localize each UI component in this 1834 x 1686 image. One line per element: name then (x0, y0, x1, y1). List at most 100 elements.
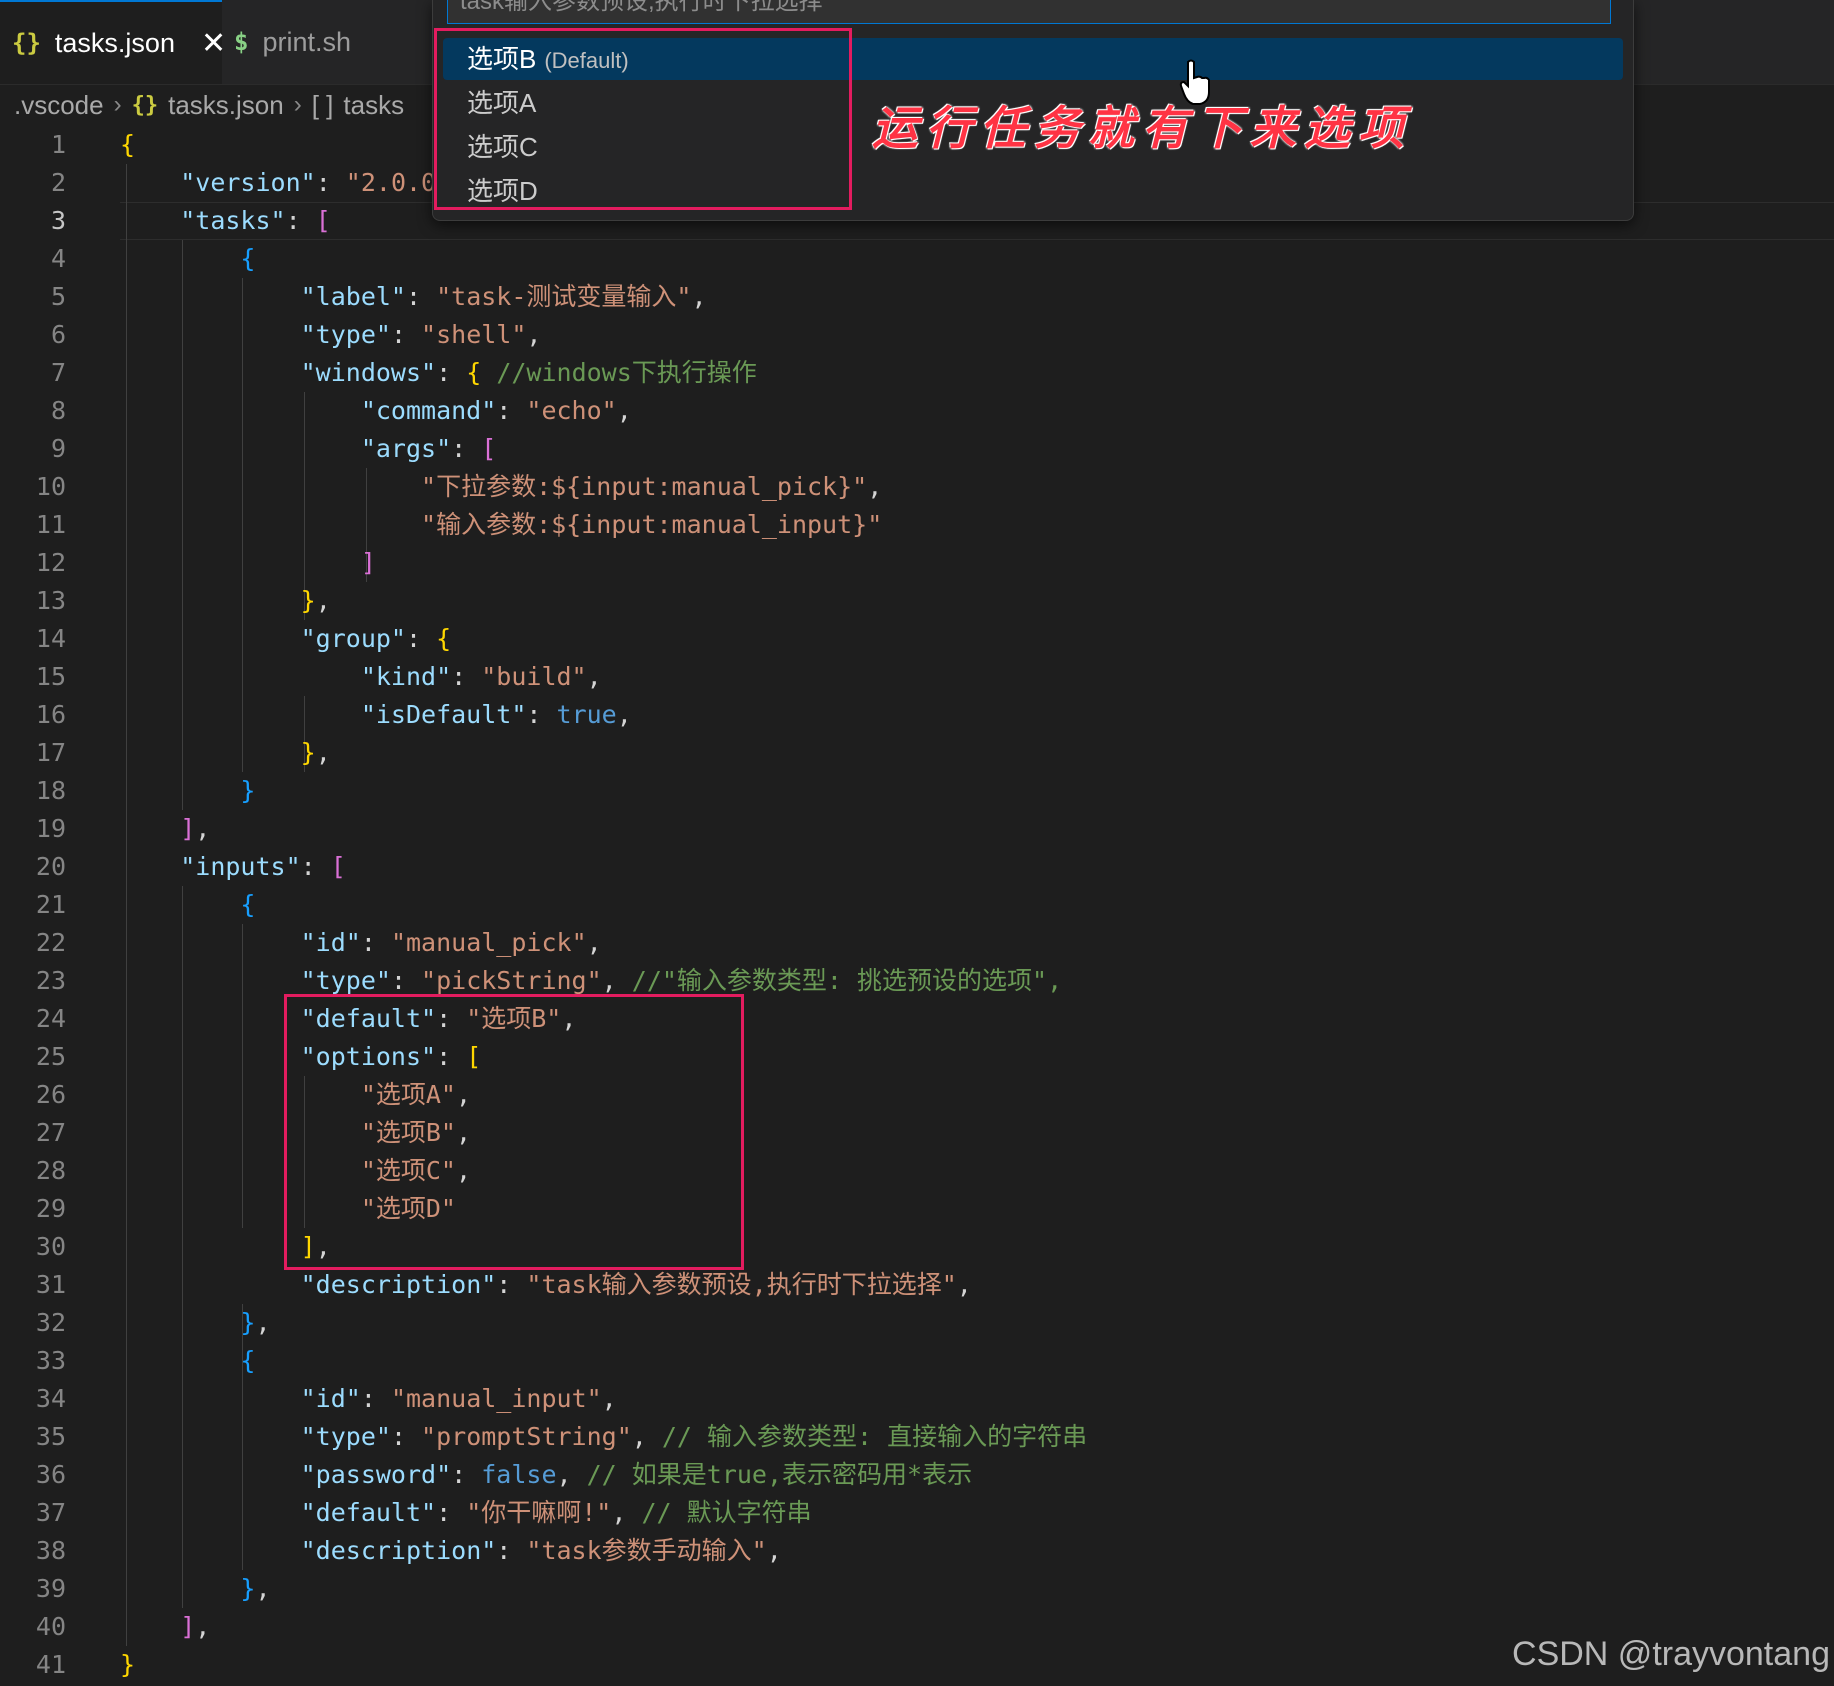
line-number: 28 (35, 1156, 66, 1185)
code-token: , (195, 1612, 211, 1641)
line-number: 7 (50, 358, 66, 387)
breadcrumb-symbol[interactable]: tasks (343, 89, 405, 120)
line-number: 26 (35, 1080, 66, 1109)
line-code: "inputs": [ (120, 848, 346, 886)
code-token: } (240, 1308, 256, 1337)
code-token (120, 814, 180, 843)
breadcrumb-file[interactable]: tasks.json (168, 89, 284, 120)
code-token: } (240, 1574, 256, 1603)
line-number: 36 (35, 1460, 66, 1489)
code-token: "type" (300, 966, 391, 995)
option-label: 选项A (467, 88, 537, 118)
code-token: true (556, 700, 617, 729)
line-number: 19 (35, 814, 66, 843)
line-number: 30 (35, 1232, 66, 1261)
quick-pick-input[interactable]: task输入参数预设,执行时下拉选择 (447, 0, 1611, 24)
line-number: 16 (35, 700, 66, 729)
indent-guide (304, 696, 305, 772)
option-label: 选项D (467, 176, 538, 206)
chevron-right-icon: › (113, 91, 122, 118)
code-token (120, 472, 421, 501)
code-token: , (255, 1574, 271, 1603)
code-token: , (611, 1498, 642, 1527)
line-number: 17 (35, 738, 66, 767)
code-token: } (240, 776, 256, 805)
code-token: : (436, 358, 467, 387)
line-number: 41 (35, 1650, 66, 1679)
line-code: "isDefault": true, (120, 696, 632, 734)
code-token: [ (315, 206, 331, 235)
code-token: : (496, 1536, 527, 1565)
line-code: "options": [ (120, 1038, 482, 1076)
code-token: : (436, 1042, 467, 1071)
line-code: "下拉参数:${input:manual_pick}", (120, 468, 882, 506)
code-token: : (496, 1270, 527, 1299)
code-token (120, 586, 301, 615)
line-number: 35 (35, 1422, 66, 1451)
line-code: "default": "你干嘛啊!", // 默认字符串 (120, 1494, 812, 1532)
indent-guide (182, 886, 183, 1608)
line-number: 25 (35, 1042, 66, 1071)
code-token: , (956, 1270, 972, 1299)
code-token (120, 320, 301, 349)
line-number: 14 (35, 624, 66, 653)
code-token: "type" (300, 320, 391, 349)
line-code: } (120, 1646, 135, 1684)
line-code: "windows": { //windows下执行操作 (120, 354, 757, 392)
code-token: "password" (300, 1460, 452, 1489)
quick-pick-option-d[interactable]: 选项D (443, 170, 1623, 212)
indent-guide (126, 164, 127, 1646)
line-number: 2 (50, 168, 66, 197)
code-token: "你干嘛啊!" (466, 1498, 612, 1527)
option-description: (Default) (544, 48, 629, 73)
code-token: , (315, 738, 331, 767)
code-token (120, 1422, 301, 1451)
code-token: , (315, 1232, 331, 1261)
breadcrumb-folder[interactable]: .vscode (14, 89, 104, 120)
code-token (120, 890, 240, 919)
tab-tasks-json[interactable]: {} tasks.json ✕ (0, 0, 226, 84)
close-icon[interactable]: ✕ (200, 26, 227, 60)
line-code: "输入参数:${input:manual_input}" (120, 506, 882, 544)
code-token: "选项B" (360, 1118, 456, 1147)
line-code: { (120, 126, 135, 164)
code-token: "args" (360, 434, 452, 463)
code-token (120, 434, 361, 463)
quick-pick-option-c[interactable]: 选项C (443, 126, 1623, 168)
code-token: , (601, 966, 632, 995)
code-token: "下拉参数:${input:manual_pick}" (421, 472, 868, 501)
code-token: : (285, 206, 316, 235)
code-token: "tasks" (180, 206, 286, 235)
code-token: "task输入参数预设,执行时下拉选择" (526, 1270, 957, 1299)
code-editor[interactable]: 1{2 "version": "2.0.0",3 "tasks": [4 {5 … (0, 126, 1834, 1686)
line-code: }, (120, 1304, 270, 1342)
line-code: "type": "promptString", // 输入参数类型: 直接输入的… (120, 1418, 1088, 1456)
line-code: "default": "选项B", (120, 1000, 577, 1038)
code-token: "kind" (360, 662, 452, 691)
code-token: : (451, 1460, 482, 1489)
tab-print-sh[interactable]: $ print.sh (222, 0, 422, 84)
quick-pick-option-b[interactable]: 选项B(Default) (443, 38, 1623, 80)
code-token: : (451, 662, 482, 691)
quick-pick-option-a[interactable]: 选项A (443, 82, 1623, 124)
code-token: : (405, 624, 437, 653)
code-token: // 如果是true,表示密码用*表示 (586, 1460, 973, 1489)
line-code: "description": "task参数手动输入", (120, 1532, 782, 1570)
line-number: 3 (50, 206, 66, 235)
code-token: , (556, 1460, 587, 1489)
code-token (120, 282, 301, 311)
line-number: 8 (50, 396, 66, 425)
code-token (120, 1270, 301, 1299)
line-code: "version": "2.0.0", (120, 164, 466, 202)
code-token: , (616, 700, 632, 729)
code-token: [ (330, 852, 346, 881)
line-code: "选项C", (120, 1152, 471, 1190)
code-token: "build" (481, 662, 587, 691)
line-code: "description": "task输入参数预设,执行时下拉选择", (120, 1266, 972, 1304)
code-token: : (436, 1004, 467, 1033)
line-number: 23 (35, 966, 66, 995)
line-number: 1 (50, 130, 66, 159)
code-token (120, 776, 240, 805)
line-code: "password": false, // 如果是true,表示密码用*表示 (120, 1456, 972, 1494)
code-token: { (240, 244, 256, 273)
